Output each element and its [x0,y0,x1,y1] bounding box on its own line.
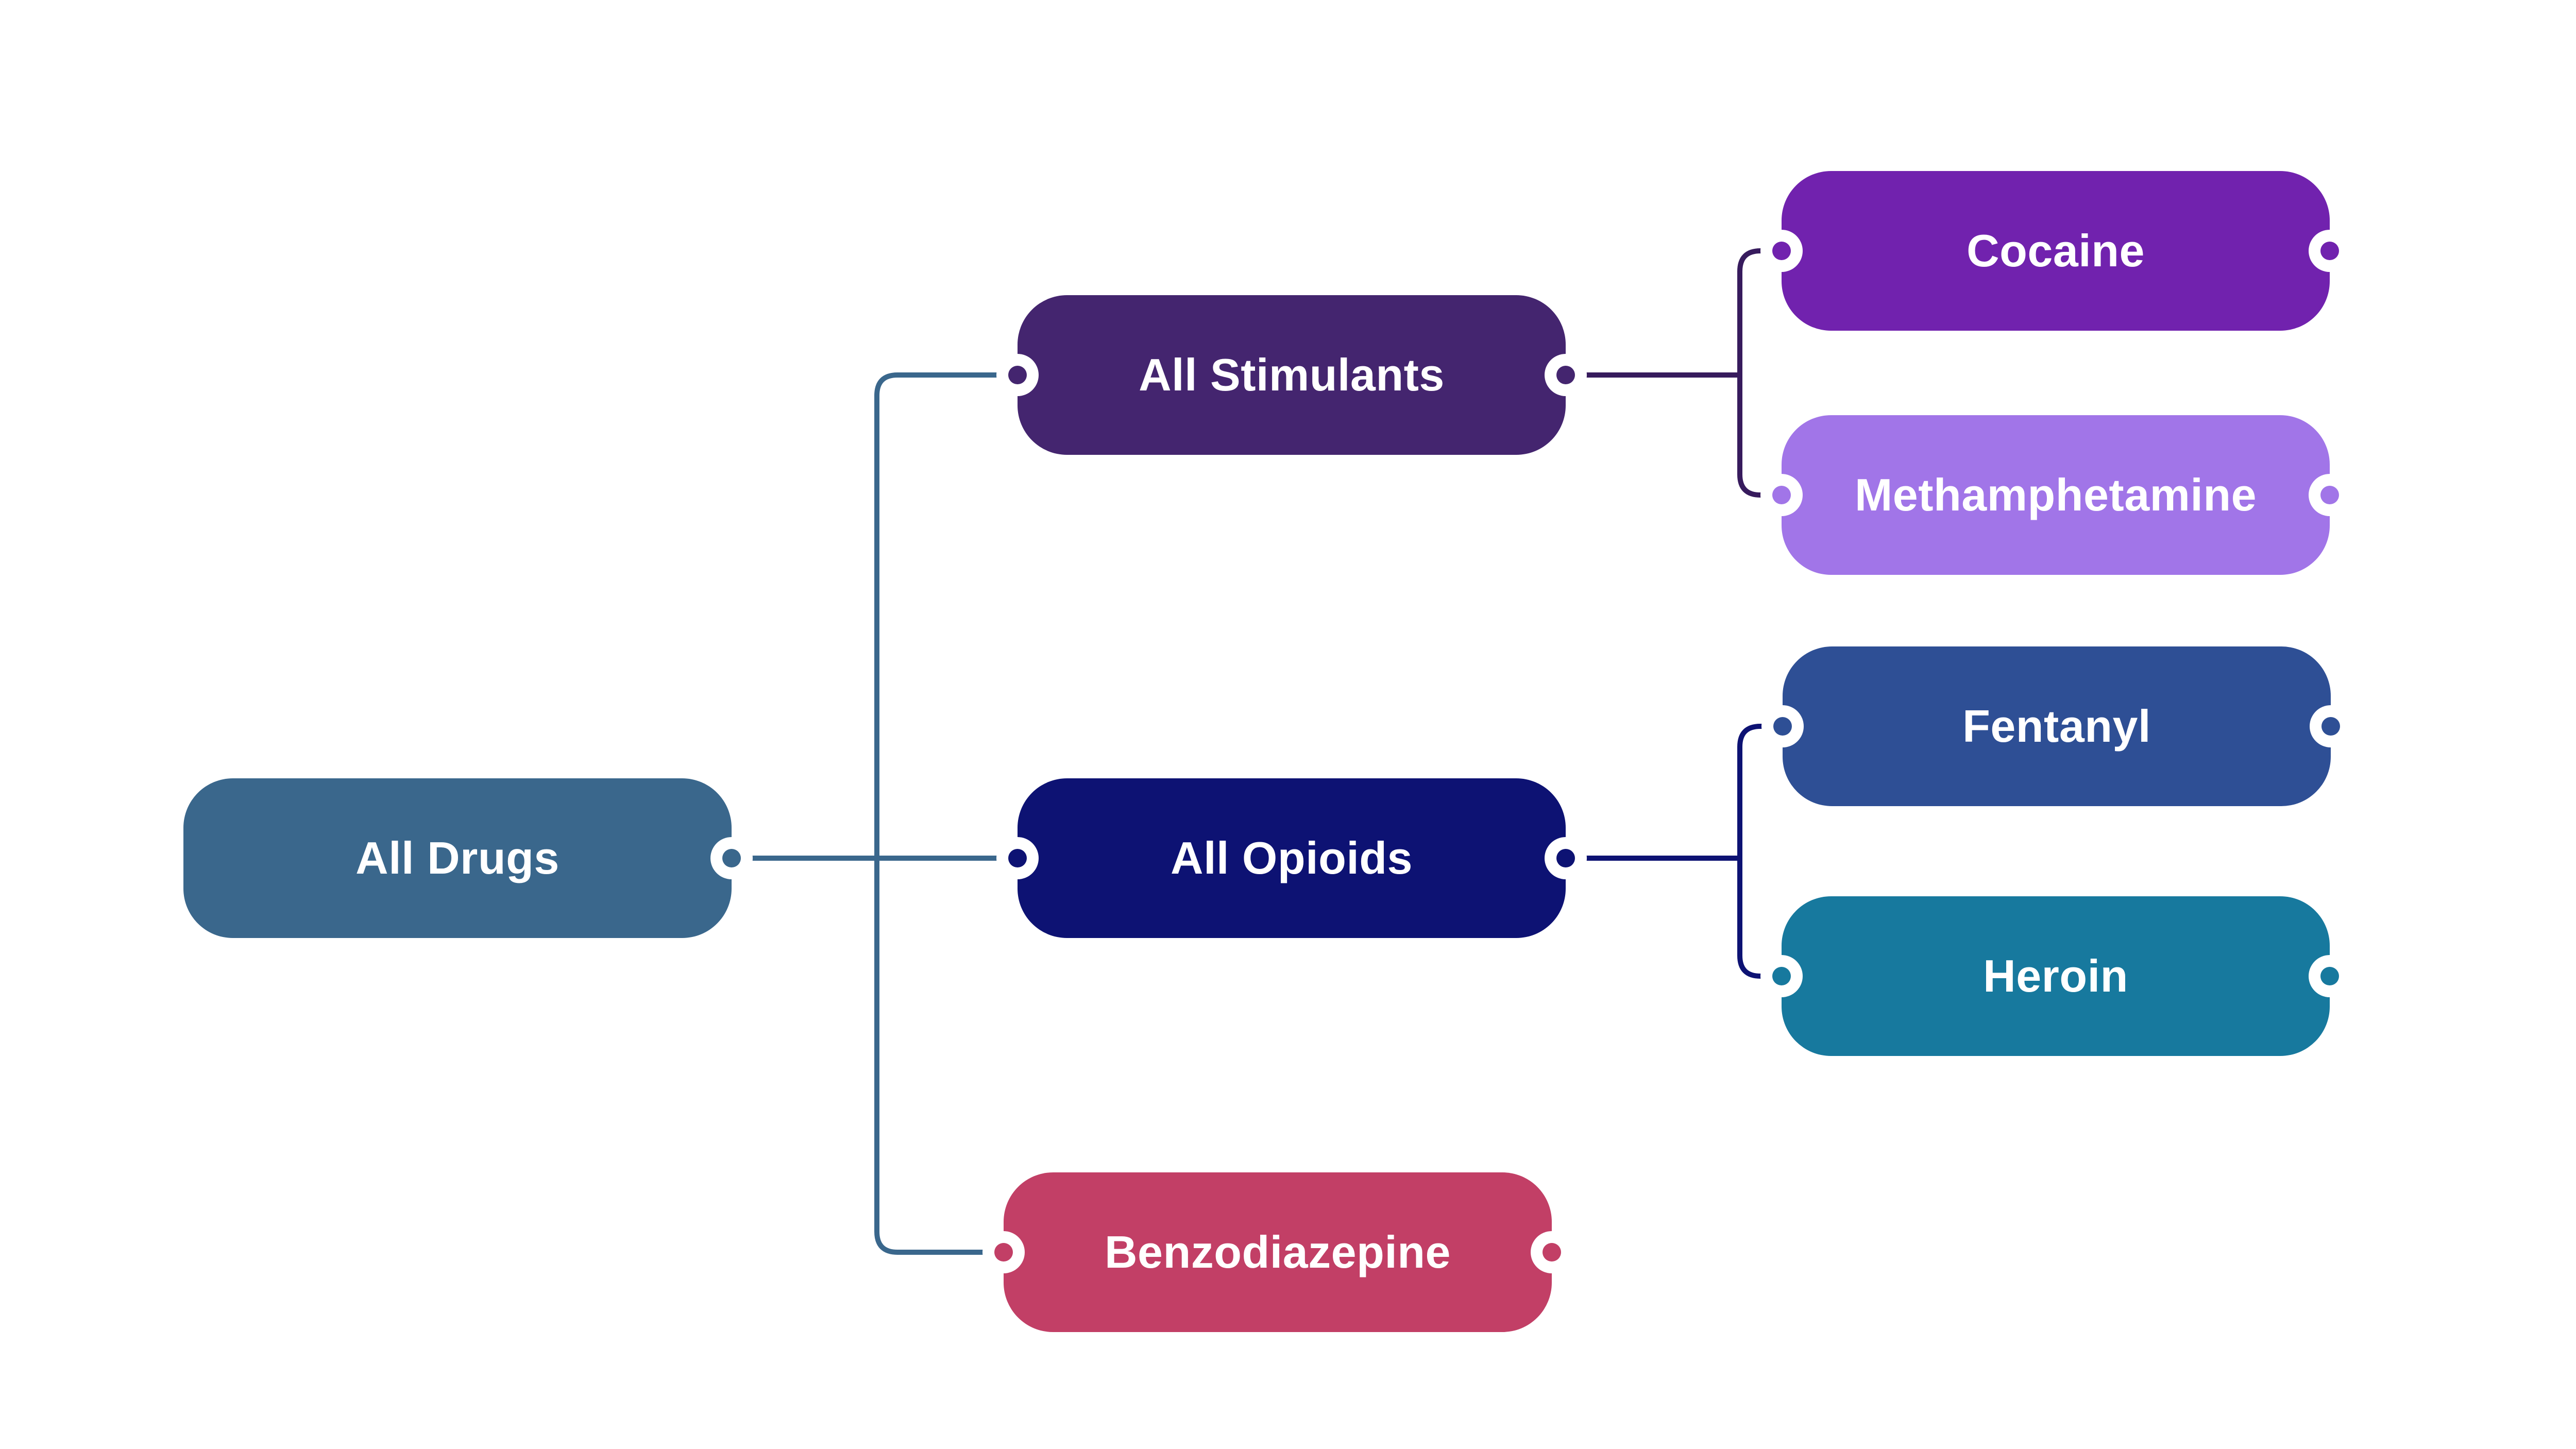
port-left-heroin [1760,955,1803,997]
edge-all-opioids-to-fentanyl [1567,724,1783,861]
port-right-heroin [2309,955,2351,997]
node-label-all-opioids: All Opioids [1171,832,1413,883]
node-all-opioids[interactable]: All Opioids [996,778,1587,938]
port-right-benzodiazepine [1531,1231,1573,1273]
port-left-all-stimulants [996,354,1039,396]
edge-all-stimulants-to-methamphetamine [1737,375,1782,498]
node-all-stimulants[interactable]: All Stimulants [996,295,1587,455]
node-heroin[interactable]: Heroin [1760,896,2351,1056]
port-dot-left-cocaine [1772,242,1791,260]
port-dot-right-heroin [2320,967,2339,985]
port-dot-right-methamphetamine [2320,486,2339,504]
edge-all-opioids-to-heroin [1737,858,1782,979]
node-label-heroin: Heroin [1983,950,2128,1001]
node-fentanyl[interactable]: Fentanyl [1761,646,2352,806]
port-dot-right-all-opioids [1556,849,1575,867]
port-dot-right-benzodiazepine [1543,1243,1561,1262]
port-dot-right-all-stimulants [1556,366,1575,384]
edge-all-stimulants-to-cocaine [1567,248,1782,378]
node-label-all-stimulants: All Stimulants [1139,349,1445,400]
port-dot-right-all-drugs [722,849,741,867]
port-dot-left-benzodiazepine [994,1243,1013,1262]
port-dot-right-fentanyl [2321,717,2340,736]
port-right-cocaine [2309,230,2351,272]
port-dot-left-fentanyl [1773,717,1792,736]
port-dot-right-cocaine [2320,242,2339,260]
node-label-fentanyl: Fentanyl [1962,701,2151,752]
port-left-all-opioids [996,837,1039,879]
port-right-all-stimulants [1545,354,1587,396]
port-left-methamphetamine [1760,474,1803,516]
port-right-all-opioids [1545,837,1587,879]
node-cocaine[interactable]: Cocaine [1760,171,2351,331]
port-left-fentanyl [1761,705,1804,747]
port-dot-left-all-stimulants [1008,366,1027,384]
node-methamphetamine[interactable]: Methamphetamine [1760,415,2351,575]
node-label-cocaine: Cocaine [1967,225,2145,276]
port-dot-left-heroin [1772,967,1791,985]
node-all-drugs[interactable]: All Drugs [183,778,753,938]
node-label-methamphetamine: Methamphetamine [1854,469,2257,520]
node-label-all-drugs: All Drugs [355,832,560,883]
edge-all-drugs-to-benzodiazepine [874,858,1004,1255]
edge-all-drugs-to-all-stimulants [874,372,1018,858]
node-label-benzodiazepine: Benzodiazepine [1105,1226,1451,1277]
port-right-fentanyl [2310,705,2352,747]
port-dot-left-all-opioids [1008,849,1027,867]
port-left-cocaine [1760,230,1803,272]
node-benzodiazepine[interactable]: Benzodiazepine [982,1172,1573,1332]
port-right-all-drugs [710,837,753,879]
port-left-benzodiazepine [982,1231,1025,1273]
port-dot-left-methamphetamine [1772,486,1791,504]
port-right-methamphetamine [2309,474,2351,516]
